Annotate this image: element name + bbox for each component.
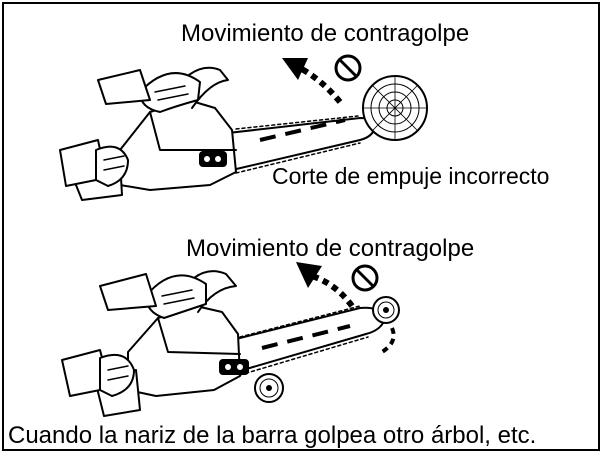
bottom-tree-trunk-icon — [372, 296, 400, 324]
bottom-panel-title: Movimiento de contragolpe — [186, 235, 475, 262]
top-prohibition-icon — [334, 54, 362, 82]
bottom-nose-motion-mark — [380, 327, 396, 354]
bottom-chainsaw-illustration — [61, 270, 386, 417]
bottom-log-cross-section — [254, 373, 284, 403]
bottom-prohibition-icon — [351, 264, 379, 292]
top-chainsaw-illustration — [59, 66, 376, 201]
top-kickback-arrow-icon — [259, 58, 346, 142]
bottom-kickback-arrow-icon — [261, 262, 355, 350]
top-panel-caption: Corte de empuje incorrecto — [272, 163, 550, 189]
bottom-panel-caption: Cuando la nariz de la barra golpea otro … — [8, 422, 537, 449]
top-panel-title: Movimiento de contragolpe — [181, 20, 470, 47]
top-log-cross-section — [362, 75, 428, 141]
